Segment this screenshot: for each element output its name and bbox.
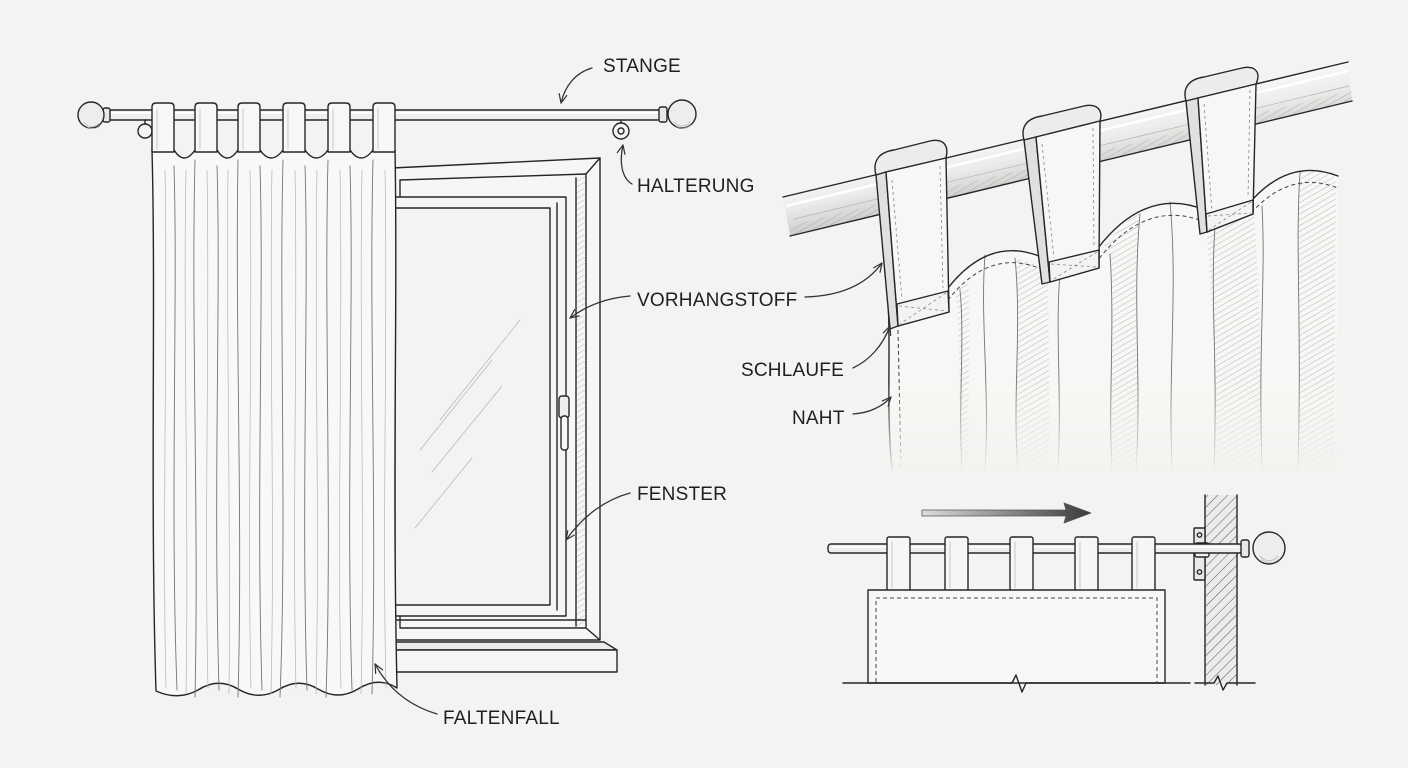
closeup-fabric-shading xyxy=(955,170,1336,470)
closeup-fabric-top-edge xyxy=(887,169,1339,301)
loop-stitch-cross xyxy=(1050,251,1098,281)
schematic-tab xyxy=(886,536,911,592)
loop-stitch-cross xyxy=(1207,201,1252,231)
naht-label: NAHT xyxy=(792,408,845,429)
halterung-label: HALTERUNG xyxy=(637,176,755,197)
curtain-tab xyxy=(151,102,175,153)
vorhangstoff-label: VORHANGSTOFF xyxy=(637,290,797,311)
fenster-leader-arrow xyxy=(565,492,631,541)
loop-cap xyxy=(874,139,948,176)
fenster-label: FENSTER xyxy=(637,484,727,505)
right-bracket-screw xyxy=(617,127,625,135)
stange-label: STANGE xyxy=(603,56,681,77)
wall-section xyxy=(1205,495,1237,685)
left-finial xyxy=(77,101,105,129)
schematic-floor-line xyxy=(842,674,1191,693)
curtain-tab xyxy=(194,102,218,153)
schematic-tab xyxy=(1074,536,1099,592)
closeup-seam-stitching xyxy=(892,181,1339,469)
schematic-curtain-panel xyxy=(867,589,1166,684)
bracket-screw xyxy=(1196,569,1203,575)
right-bracket xyxy=(612,119,630,140)
schlaufe-leader-arrow xyxy=(852,325,892,369)
closeup-loop-1 xyxy=(874,139,950,330)
right-finial-shading xyxy=(673,121,692,129)
vorhangstoff-leader-arrow-left xyxy=(569,295,631,319)
window-sill xyxy=(391,641,618,673)
closeup-loop-3 xyxy=(1184,66,1259,235)
schematic-tab xyxy=(944,536,969,592)
loop-cap xyxy=(1022,104,1102,141)
sliding-schematic xyxy=(827,494,1286,693)
curtain-fold-shading xyxy=(164,169,387,695)
curtain-tabs xyxy=(151,102,396,153)
vorhangstoff-leader-arrow-right xyxy=(804,262,883,298)
stange-leader-arrow xyxy=(558,67,593,104)
schematic-tab-shading xyxy=(891,541,1138,589)
loop-edge-stitching xyxy=(1041,127,1095,259)
curtain-tab xyxy=(327,102,351,153)
left-bracket-ring xyxy=(137,123,153,139)
left-curtain xyxy=(151,102,398,698)
loop-edge-stitching xyxy=(1203,89,1251,213)
right-finial xyxy=(667,99,697,129)
right-rod-collar xyxy=(658,106,668,123)
faltenfall-label: FALTENFALL xyxy=(443,708,560,729)
glass-reflection xyxy=(414,319,521,529)
schematic-rod-collar xyxy=(1240,539,1250,558)
curtain-tab xyxy=(372,102,396,153)
curtain-fold-lines xyxy=(173,159,375,698)
naht-leader-arrow xyxy=(852,396,892,415)
schlaufe-label: SCHLAUFE xyxy=(741,360,844,381)
curtain-tab xyxy=(237,102,261,153)
tab-shading xyxy=(156,108,379,150)
halterung-leader-arrow xyxy=(616,144,633,185)
loop-edge-stitching xyxy=(891,165,944,301)
faltenfall-leader-arrow xyxy=(374,663,438,715)
window xyxy=(391,157,618,673)
bracket-screw xyxy=(1196,532,1203,538)
schematic-wall-floor-line xyxy=(1194,675,1256,691)
closeup-loop-2 xyxy=(1022,104,1102,285)
closeup-loops xyxy=(874,66,1259,330)
closeup-curtain-fabric xyxy=(887,169,1339,475)
curtain-tab xyxy=(282,102,306,153)
left-bracket xyxy=(137,119,153,139)
handle-plate xyxy=(558,395,570,419)
loop-stitch-cross xyxy=(898,292,948,325)
window-handle xyxy=(558,395,570,451)
schematic-finial xyxy=(1252,531,1286,565)
sill-top xyxy=(391,641,618,651)
window-jamb-shading xyxy=(576,174,586,628)
sill-front xyxy=(391,649,618,673)
window-depth-lines xyxy=(394,157,601,641)
curtain-fabric xyxy=(151,149,398,697)
closeup-fabric-fold-lines xyxy=(959,171,1301,471)
schematic-panel-seam xyxy=(875,597,1158,682)
schematic-tab xyxy=(1131,536,1156,592)
window-glass xyxy=(394,207,551,606)
right-bracket-ring xyxy=(612,122,630,140)
left-finial-shading xyxy=(83,121,101,129)
schematic-tab xyxy=(1009,536,1034,592)
handle-lever xyxy=(560,415,569,451)
loop-cap xyxy=(1184,66,1259,102)
wall-edges xyxy=(1204,494,1238,686)
schematic-finial-shading xyxy=(1259,555,1280,564)
slide-direction-arrow xyxy=(921,502,1092,524)
